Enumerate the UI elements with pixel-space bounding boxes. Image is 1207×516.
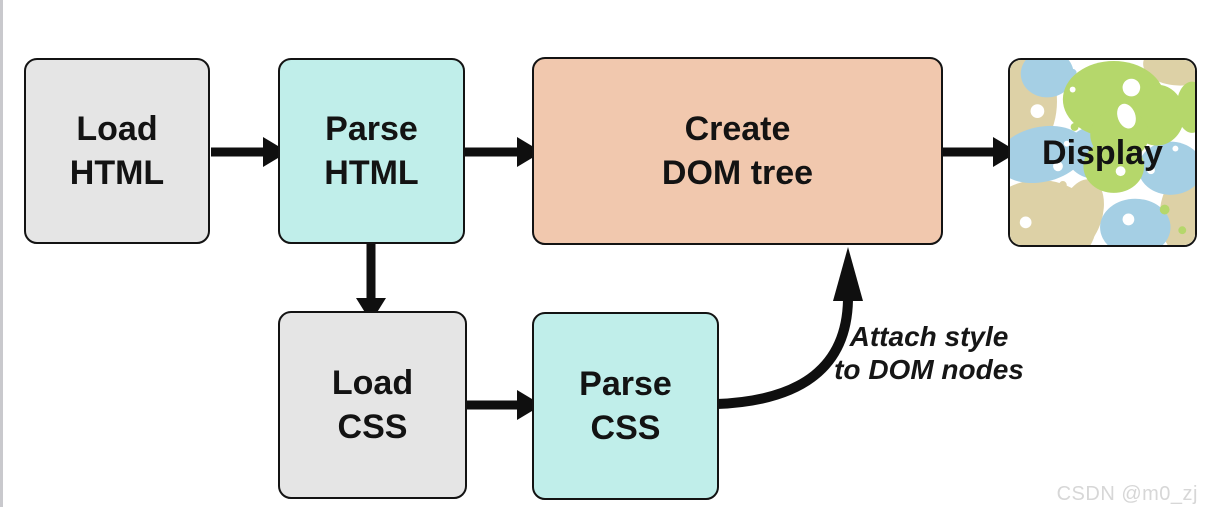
- node-display: Display: [1008, 58, 1197, 247]
- node-label-line: HTML: [69, 154, 165, 192]
- node-load-html: Load HTML: [24, 58, 210, 244]
- annotation-line: Attach style: [849, 321, 1009, 352]
- node-label-line: DOM tree: [661, 154, 814, 192]
- edge-annotation-attach-style: Attach style to DOM nodes: [826, 320, 1032, 386]
- node-label-line: Parse: [325, 110, 418, 148]
- node-label-line: Load: [76, 110, 158, 148]
- pattern-white-dots: [1019, 78, 1179, 229]
- node-parse-css: Parse CSS: [532, 312, 719, 500]
- arrow-load-css-to-parse-css: [465, 390, 542, 420]
- arrow-create-dom-to-display: [941, 137, 1018, 167]
- node-load-css: Load CSS: [278, 311, 467, 499]
- node-label-line: Load: [331, 364, 414, 402]
- node-label-display: Display: [1042, 133, 1163, 172]
- watermark-text: CSDN @m0_zj: [1056, 483, 1198, 505]
- node-parse-html: Parse HTML: [278, 58, 465, 244]
- node-label-line: Create: [684, 110, 791, 148]
- annotation-line: to DOM nodes: [834, 354, 1024, 385]
- node-label-line: HTML: [324, 154, 419, 192]
- node-create-dom-tree: Create DOM tree: [532, 57, 943, 245]
- left-edge-rule: [0, 0, 3, 507]
- arrow-parse-html-to-load-css: [356, 242, 386, 322]
- arrow-load-html-to-parse-html: [211, 137, 288, 167]
- arrow-parse-html-to-create-dom: [463, 137, 542, 167]
- node-label-line: CSS: [337, 408, 408, 446]
- pattern-green-blobs: [1062, 60, 1195, 235]
- node-label-line: CSS: [590, 409, 661, 447]
- display-pattern-art: [1010, 60, 1195, 245]
- node-label-line: Parse: [579, 365, 672, 403]
